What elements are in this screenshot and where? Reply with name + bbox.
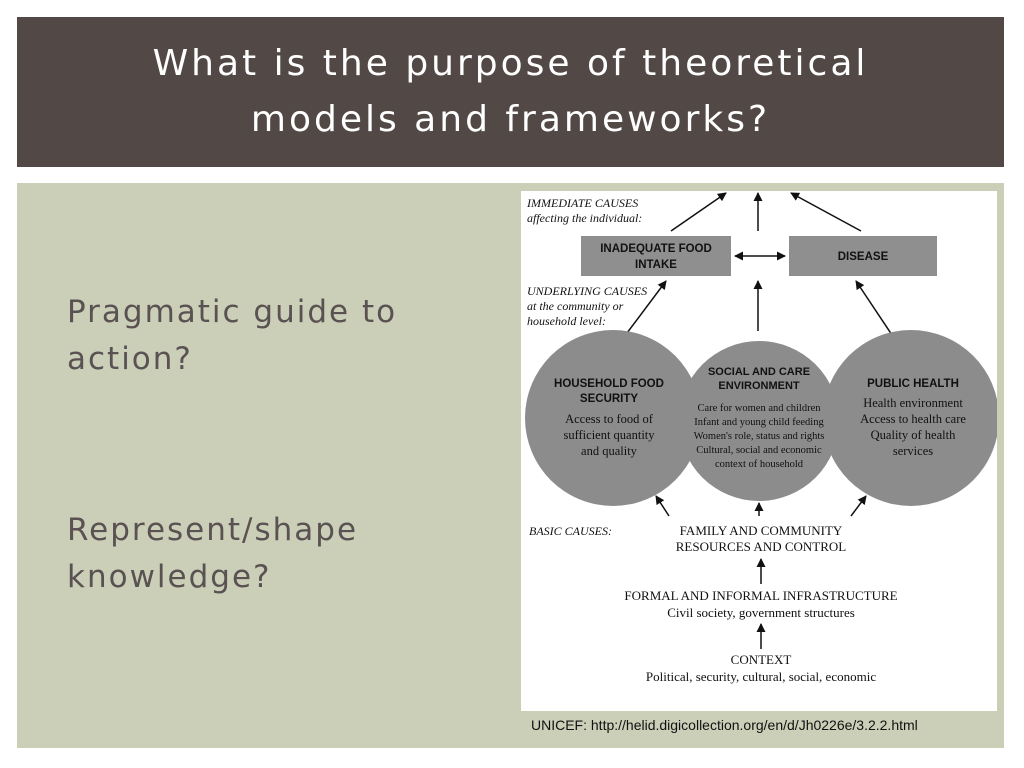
bullet-represent-knowledge: Represent/shape knowledge? (67, 507, 358, 601)
arrow-family-to-household (655, 495, 670, 517)
immediate-causes-sublabel: affecting the individual: (527, 211, 642, 225)
basic-causes-label: BASIC CAUSES: (529, 524, 612, 538)
underlying-causes-sublabel: household level: (527, 314, 606, 328)
slide-content: Pragmatic guide to action? Represent/sha… (17, 183, 1004, 748)
infrastructure-line-2: Civil society, government structures (667, 605, 855, 620)
unicef-framework-diagram: IMMEDIATE CAUSES affecting the individua… (521, 191, 997, 711)
social-text: Care for women and children (697, 403, 821, 414)
underlying-causes-sublabel: at the community or (527, 299, 624, 313)
public-health-text: Quality of health (871, 428, 956, 442)
inadequate-food-box (581, 236, 731, 276)
context-line-2: Political, security, cultural, social, e… (646, 669, 876, 684)
bullet-line: action? (67, 341, 193, 377)
arrow-food-up (670, 192, 727, 232)
household-text: sufficient quantity (563, 428, 655, 442)
arrow-family-to-public (850, 495, 867, 517)
social-text: context of household (715, 459, 804, 470)
household-text: Access to food of (565, 412, 654, 426)
household-food-security-circle (525, 330, 701, 506)
title-line-1: What is the purpose of theoretical (152, 43, 869, 84)
household-title-1: HOUSEHOLD FOOD (554, 378, 664, 390)
social-title-2: ENVIRONMENT (718, 380, 800, 392)
food-box-line-2: INTAKE (635, 259, 677, 271)
public-health-text: services (893, 444, 933, 458)
family-community-line-1: FAMILY AND COMMUNITY (680, 523, 843, 538)
social-title-1: SOCIAL AND CARE (708, 366, 810, 378)
immediate-causes-label: IMMEDIATE CAUSES (526, 196, 638, 210)
public-health-title: PUBLIC HEALTH (867, 378, 959, 390)
social-text: Women's role, status and rights (694, 431, 825, 442)
arrow-public-to-disease (855, 280, 897, 342)
social-text: Cultural, social and economic (696, 445, 822, 456)
public-health-text: Health environment (863, 396, 963, 410)
bullet-pragmatic-guide: Pragmatic guide to action? (67, 289, 397, 383)
public-health-circle (823, 330, 997, 506)
household-text: and quality (581, 444, 638, 458)
bullet-line: Pragmatic guide to (67, 294, 398, 330)
slide-title: What is the purpose of theoretical model… (17, 17, 1004, 167)
food-box-line-1: INADEQUATE FOOD (600, 243, 712, 255)
arrow-disease-up (790, 192, 862, 232)
title-line-2: models and frameworks? (250, 99, 771, 140)
source-caption: UNICEF: http://helid.digicollection.org/… (531, 717, 918, 733)
underlying-causes-label: UNDERLYING CAUSES (527, 284, 647, 298)
arrow-household-to-food (620, 280, 667, 342)
disease-box (789, 236, 937, 276)
social-text: Infant and young child feeding (694, 417, 824, 428)
infrastructure-line-1: FORMAL AND INFORMAL INFRASTRUCTURE (624, 588, 897, 603)
context-line-1: CONTEXT (731, 652, 792, 667)
bullet-line: knowledge? (67, 559, 272, 595)
family-community-line-2: RESOURCES AND CONTROL (676, 539, 847, 554)
bullet-line: Represent/shape (67, 512, 359, 548)
disease-box-label: DISEASE (838, 251, 889, 263)
public-health-text: Access to health care (860, 412, 966, 426)
household-title-2: SECURITY (580, 393, 638, 405)
social-care-circle (679, 341, 839, 501)
